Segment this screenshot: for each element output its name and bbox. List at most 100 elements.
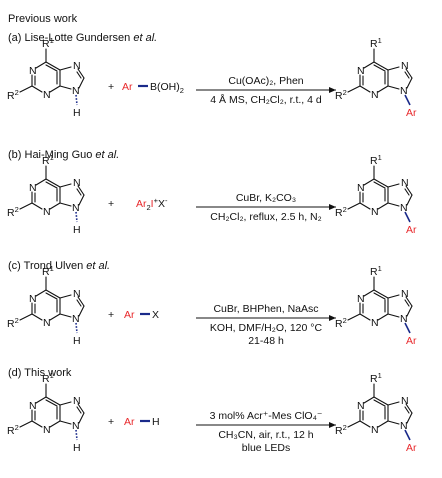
ring-bond	[77, 403, 85, 414]
ring-bond	[59, 420, 72, 425]
r2-label: R2	[7, 423, 19, 437]
ring-bond	[45, 396, 61, 406]
reagent-ar: Ar	[124, 309, 135, 321]
ring-bond	[387, 401, 400, 406]
r1-label: R1	[42, 36, 54, 50]
atom-n7: N	[73, 288, 81, 300]
conditions-bottom: KOH, DMF/H₂O, 120 °C	[210, 322, 323, 334]
r2-bond	[19, 85, 33, 93]
atom-ar: Ar	[406, 224, 417, 236]
atom-n7: N	[73, 60, 81, 72]
ring-bond	[387, 66, 400, 71]
ring-bond	[406, 194, 413, 206]
plus-sign: +	[108, 81, 114, 93]
atom-n3: N	[43, 206, 51, 218]
atom-n7: N	[401, 395, 409, 407]
atom-n7: N	[401, 60, 409, 72]
ring-bond	[387, 420, 400, 425]
ring-bond	[359, 85, 371, 93]
ring-bond	[77, 296, 85, 307]
atom-n9: N	[400, 420, 408, 432]
reagent-ar: Ar	[122, 81, 133, 93]
atom-ar: Ar	[406, 442, 417, 454]
r2-label: R2	[335, 316, 347, 330]
atom-h: H	[73, 442, 81, 454]
ring-bond	[405, 185, 413, 196]
r2-bond	[19, 202, 33, 210]
atom-n7: N	[73, 177, 81, 189]
r2-label: R2	[335, 88, 347, 102]
ring-bond	[31, 202, 43, 210]
r2-label: R2	[335, 205, 347, 219]
reagent-formula: Ar2I+X-	[136, 196, 168, 212]
ring-bond	[59, 313, 72, 318]
atom-n9: N	[72, 85, 80, 97]
ring-double-bond	[404, 406, 410, 414]
conditions-extra: 21-48 h	[248, 335, 284, 347]
conditions-bottom: CH₂Cl₂, reflux, 2.5 h, N₂	[210, 211, 321, 223]
reagent-partner: B(OH)2	[150, 81, 184, 95]
conditions-top: 3 mol% Acr⁺-Mes ClO₄⁻	[210, 410, 323, 422]
ring-bond	[45, 178, 61, 188]
r1-label: R1	[370, 153, 382, 167]
ring-bond	[35, 289, 47, 297]
ring-bond	[78, 194, 85, 206]
ring-double-bond	[373, 64, 386, 72]
conditions-bottom: 4 Å MS, CH₂Cl₂, r.t., 4 d	[210, 93, 322, 106]
ring-bond	[45, 61, 61, 71]
atom-n7: N	[73, 395, 81, 407]
atom-n1: N	[29, 65, 37, 77]
atom-n1: N	[29, 293, 37, 305]
atom-n3: N	[43, 424, 51, 436]
atom-n1: N	[357, 182, 365, 194]
n-ar-bond	[404, 429, 411, 441]
atom-h: H	[73, 107, 81, 119]
ring-bond	[35, 396, 47, 404]
r1-label: R1	[370, 371, 382, 385]
reagent: Ar B(OH)2	[122, 81, 184, 95]
r2-bond	[19, 420, 33, 428]
r2-bond	[347, 420, 361, 428]
ring-double-bond	[373, 181, 386, 189]
ring-bond	[405, 403, 413, 414]
ring-bond	[78, 412, 85, 424]
reagent: Ar2I+X-	[136, 196, 168, 212]
ring-bond	[59, 85, 72, 90]
ring-bond	[49, 202, 61, 210]
ring-bond	[363, 61, 375, 69]
conditions-top: CuBr, BHPhen, NaAsc	[213, 303, 318, 315]
ring-bond	[49, 420, 61, 428]
ring-bond	[359, 420, 371, 428]
reaction-sections: (a) Lise-Lotte Gundersen et al.NNNNR1R2H…	[7, 32, 417, 454]
atom-n3: N	[371, 317, 379, 329]
plus-sign: +	[108, 309, 114, 321]
section-label: (a) Lise-Lotte Gundersen et al.	[8, 32, 157, 44]
r2-label: R2	[7, 205, 19, 219]
ring-bond	[49, 313, 61, 321]
ring-bond	[35, 178, 47, 186]
ring-bond	[78, 77, 85, 89]
conditions-extra: blue LEDs	[242, 442, 290, 454]
atom-n3: N	[371, 206, 379, 218]
ring-bond	[387, 294, 400, 299]
ring-double-bond	[45, 399, 58, 407]
atom-n1: N	[357, 293, 365, 305]
r2-label: R2	[7, 88, 19, 102]
atom-n9: N	[72, 313, 80, 325]
ring-bond	[377, 202, 389, 210]
ring-bond	[373, 289, 389, 299]
r1-label: R1	[42, 264, 54, 278]
atom-n1: N	[29, 182, 37, 194]
nh-bond	[75, 429, 78, 441]
ring-bond	[387, 202, 400, 207]
ring-bond	[363, 396, 375, 404]
ring-bond	[405, 296, 413, 307]
atom-n1: N	[357, 400, 365, 412]
atom-n3: N	[43, 317, 51, 329]
atom-ar: Ar	[406, 107, 417, 119]
ring-double-bond	[76, 406, 82, 414]
ring-bond	[35, 61, 47, 69]
